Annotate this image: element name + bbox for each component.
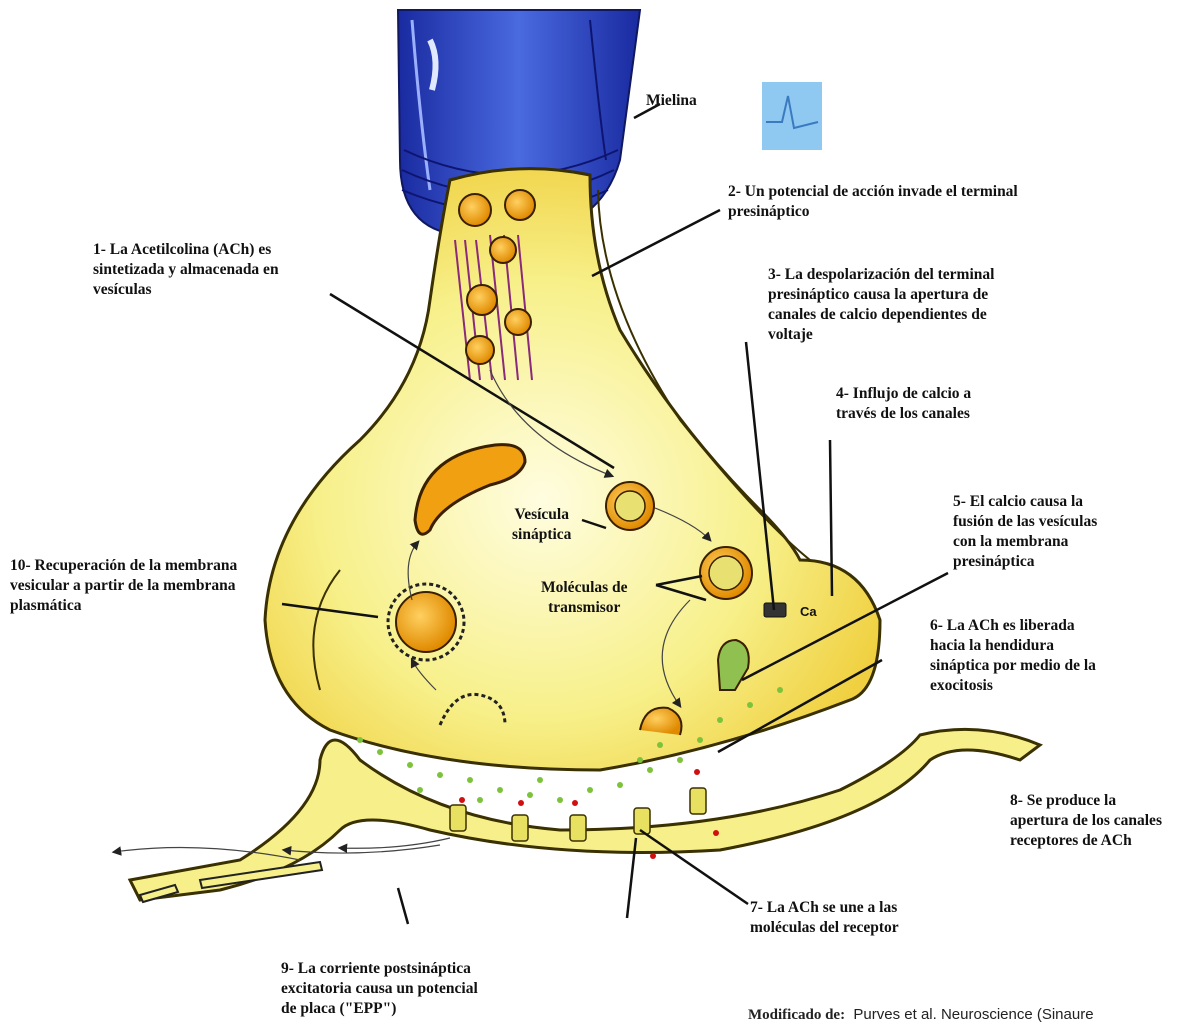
label-step-3: 3- La despolarización del terminal presi…: [768, 265, 994, 345]
credit-text: Purves et al. Neuroscience (Sinaure: [853, 1006, 1093, 1023]
label-step-4: 4- Influjo de calcio a través de los can…: [836, 384, 971, 424]
action-potential-icon: [762, 82, 822, 150]
label-step-6: 6- La ACh es liberada hacia la hendidura…: [930, 616, 1096, 696]
label-transmitter-molecules: Moléculas de transmisor: [541, 578, 628, 618]
label-step-9: 9- La corriente postsináptica excitatori…: [281, 959, 478, 1019]
label-step-1: 1- La Acetilcolina (ACh) es sintetizada …: [93, 240, 279, 300]
credit-prefix: Modificado de:: [748, 1007, 845, 1023]
credit-line: Modificado de: Purves et al. Neuroscienc…: [748, 1006, 1094, 1024]
presynaptic-terminal: [265, 169, 880, 770]
label-step-2: 2- Un potencial de acción invade el term…: [728, 182, 1018, 222]
label-step-7: 7- La ACh se une a las moléculas del rec…: [750, 898, 899, 938]
calcium-channel: [764, 603, 786, 617]
label-step-5: 5- El calcio causa la fusión de las vesí…: [953, 492, 1097, 572]
label-step-10: 10- Recuperación de la membrana vesicula…: [10, 556, 237, 616]
label-synaptic-vesicle: Vesícula sináptica: [512, 505, 571, 545]
label-step-8: 8- Se produce la apertura de los canales…: [1010, 791, 1162, 851]
label-calcium: Ca: [800, 604, 817, 619]
label-mielina: Mielina: [646, 91, 697, 111]
